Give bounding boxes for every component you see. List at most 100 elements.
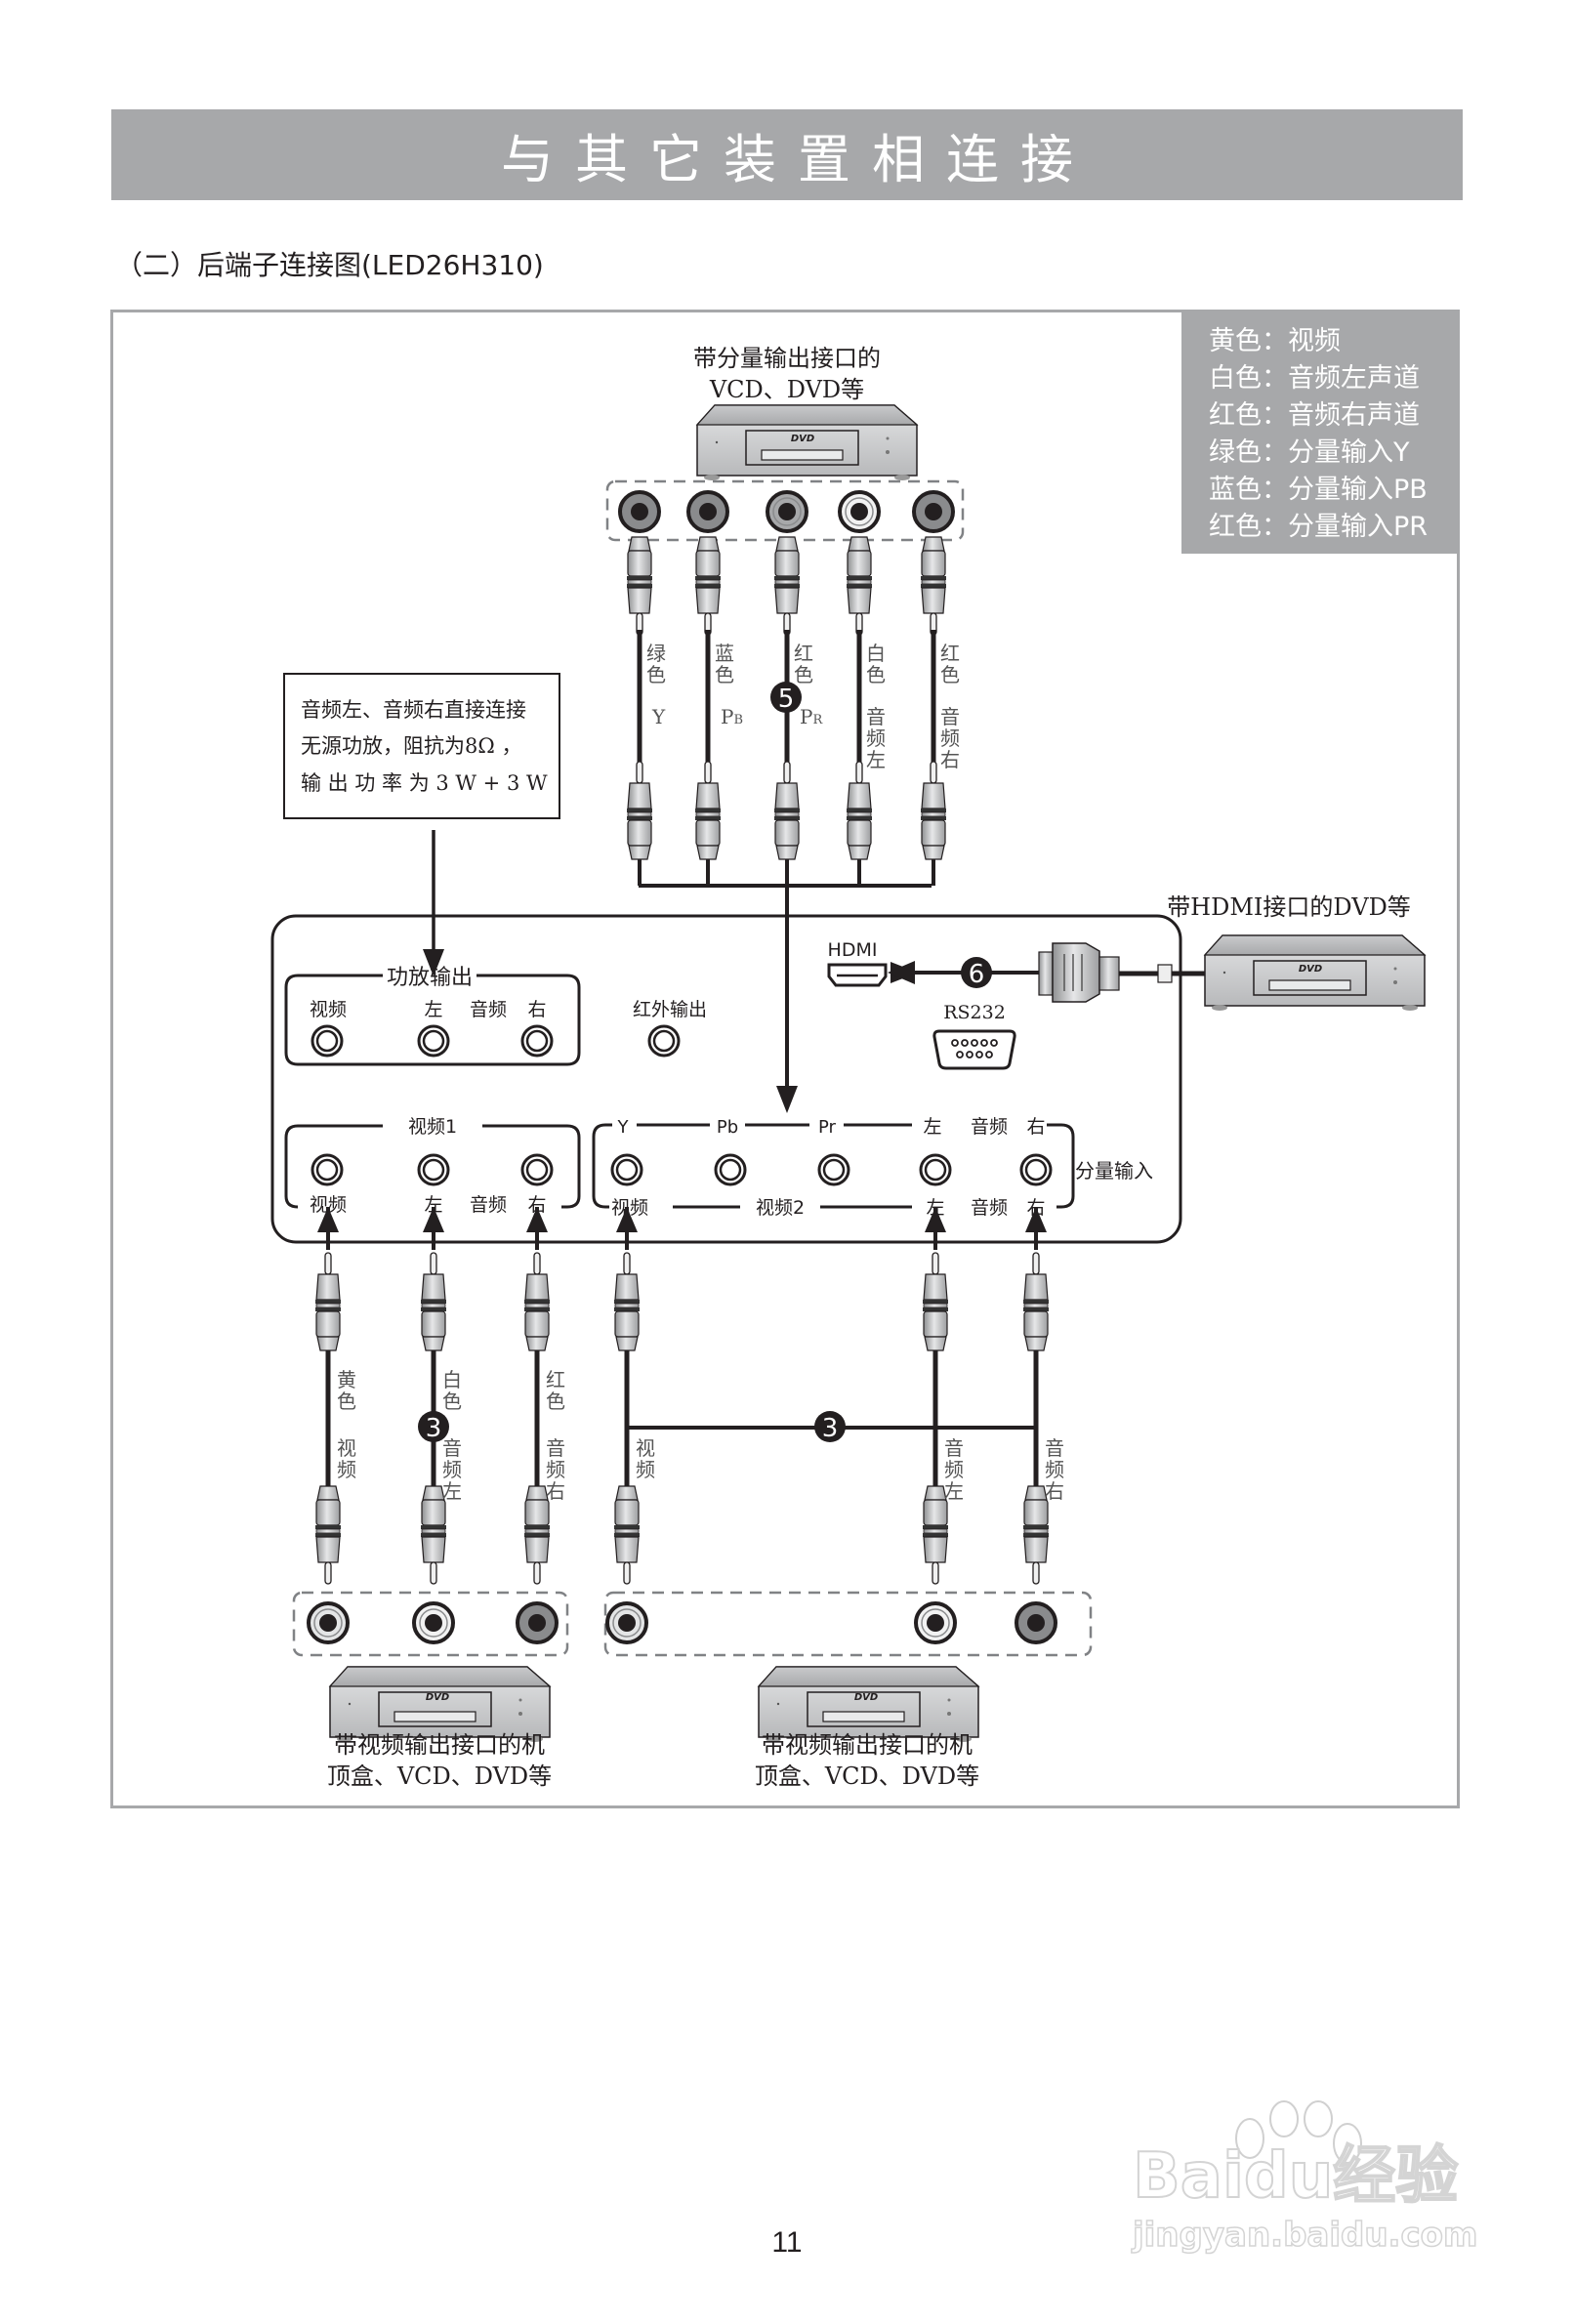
svg-text:音: 音 [442, 1436, 462, 1460]
cable-color-label: 黄色 [337, 1368, 356, 1413]
rca-plug-icon [922, 1252, 949, 1351]
component-pb-jack[interactable] [714, 1153, 747, 1186]
video1-input-group: 视频1 视频 左 音频 右 [284, 1116, 581, 1216]
video1-video-jack[interactable] [311, 1153, 344, 1186]
svg-text:色: 色 [442, 1390, 462, 1413]
svg-text:色: 色 [646, 663, 666, 686]
component-output-jack[interactable] [618, 490, 661, 533]
svg-text:白: 白 [442, 1368, 462, 1391]
svg-text:红: 红 [546, 1368, 565, 1391]
color-legend: 黄色：视频 白色：音频左声道 红色：音频右声道 绿色：分量输入Y 蓝色：分量输入… [1181, 310, 1460, 554]
component-source-device: 带分量输出接口的 VCD、DVD等 DVD [693, 345, 918, 481]
av2-output-jack[interactable] [914, 1601, 957, 1644]
component-video2-input-group: Y Pb Pr 左 音频 右 分量输入 视频 视频2 左 音频 右 [592, 1116, 1153, 1219]
page-number: 11 [771, 2226, 803, 2259]
component-right-jack[interactable] [1019, 1153, 1053, 1186]
legend-item: 黄色：视频 [1209, 326, 1341, 356]
cable-signal-label: 视频 [337, 1436, 356, 1481]
component-pr-label: Pr [818, 1117, 837, 1138]
svg-text:右: 右 [940, 748, 960, 771]
av2-output-jack[interactable] [605, 1601, 648, 1644]
av-source-device-2: DVD 带视频输出接口的机 顶盒、VCD、DVD等 [755, 1666, 979, 1790]
component-pr-jack[interactable] [817, 1153, 850, 1186]
amp-audio-label: 音频 [470, 999, 507, 1020]
svg-text:频: 频 [944, 1458, 964, 1481]
component-y-label: Y [617, 1117, 630, 1138]
av-cable: 音频右 [1022, 1207, 1064, 1585]
av1-output-jack[interactable] [516, 1601, 559, 1644]
cable-signal-label: 音频左 [944, 1436, 964, 1503]
legend-item: 蓝色：分量输入PB [1209, 475, 1428, 505]
note-line-3: 输 出 功 率 为 3 W + 3 W [301, 771, 548, 795]
rs232-port[interactable] [932, 1029, 1016, 1070]
rca-plug-icon [694, 761, 722, 860]
svg-text:频: 频 [1045, 1458, 1064, 1481]
av1-output-jack[interactable] [307, 1601, 350, 1644]
cable-color-label: 红色 [794, 642, 813, 686]
svg-text:右: 右 [1045, 1479, 1064, 1503]
svg-text:绿: 绿 [646, 642, 666, 665]
cable-color-label: 蓝色 [715, 642, 734, 686]
video1-left-label: 左 [424, 1194, 442, 1216]
cable-signal-label: 音频左 [866, 705, 886, 771]
rca-plug-icon [613, 1485, 641, 1585]
amp-right-jack[interactable] [520, 1024, 554, 1058]
amp-left-label: 左 [424, 999, 442, 1020]
component-output-jack[interactable] [766, 490, 808, 533]
amp-video-jack[interactable] [311, 1024, 344, 1058]
cable-badge-component: 5 [770, 682, 802, 714]
av1-output-jack[interactable] [412, 1601, 455, 1644]
video1-left-jack[interactable] [417, 1153, 450, 1186]
rca-plug-icon [626, 536, 653, 636]
svg-text:色: 色 [866, 663, 886, 686]
amp-video-label: 视频 [310, 999, 347, 1020]
av1-output-jack-group [292, 1591, 569, 1657]
component-output-jacks [618, 490, 955, 533]
diagram-subtitle: （二）后端子连接图(LED26H310) [115, 249, 544, 281]
component-output-jack[interactable] [686, 490, 729, 533]
dvd-logo: DVD [854, 1692, 878, 1703]
video1-right-jack[interactable] [520, 1153, 554, 1186]
svg-text:左: 左 [442, 1479, 462, 1503]
amp-left-jack[interactable] [417, 1024, 450, 1058]
rca-plug-icon [846, 761, 873, 860]
amp-output-title: 功放输出 [387, 966, 473, 990]
component-output-jack[interactable] [838, 490, 881, 533]
arrow-up-icon [616, 1207, 638, 1232]
component-left-jack[interactable] [919, 1153, 952, 1186]
watermark-url: jingyan.baidu.com [1131, 2216, 1477, 2255]
av2-output-jack[interactable] [1015, 1601, 1057, 1644]
arrow-up-icon [1025, 1207, 1047, 1232]
cable-signal-label: Y [651, 705, 666, 728]
component-y-jack[interactable] [610, 1153, 643, 1186]
ir-output-jack[interactable] [647, 1024, 681, 1058]
cable-signal-label: PB [721, 705, 743, 728]
note-line-2: 无源功放，阻抗为8Ω ， [301, 734, 521, 758]
svg-text:色: 色 [794, 663, 813, 686]
hdmi-source-label: 带HDMI接口的DVD等 [1167, 893, 1411, 921]
rca-plug-icon [523, 1252, 551, 1351]
component-output-jack[interactable] [912, 490, 955, 533]
hdmi-plug [1038, 942, 1207, 1003]
ir-output-label: 红外输出 [633, 999, 707, 1020]
arrow-down-icon [776, 1086, 798, 1113]
av-source-1-label-line2: 顶盒、VCD、DVD等 [327, 1763, 552, 1790]
cable-color-label: 红色 [546, 1368, 565, 1413]
amp-right-label: 右 [527, 999, 546, 1020]
cable-color-label: 绿色 [646, 642, 666, 686]
amp-note-box: 音频左、音频右直接连接 无源功放，阻抗为8Ω ， 输 出 功 率 为 3 W +… [283, 673, 560, 819]
section-header-bar: 与其它装置相连接 [111, 109, 1463, 200]
rca-plug-icon [626, 761, 653, 860]
svg-text:频: 频 [866, 726, 886, 750]
svg-text:右: 右 [546, 1479, 565, 1503]
svg-text:6: 6 [969, 960, 985, 989]
cable-color-label: 白色 [442, 1368, 462, 1413]
svg-text:音: 音 [944, 1436, 964, 1460]
rca-plug-icon [773, 536, 801, 636]
svg-text:视: 视 [337, 1436, 356, 1460]
